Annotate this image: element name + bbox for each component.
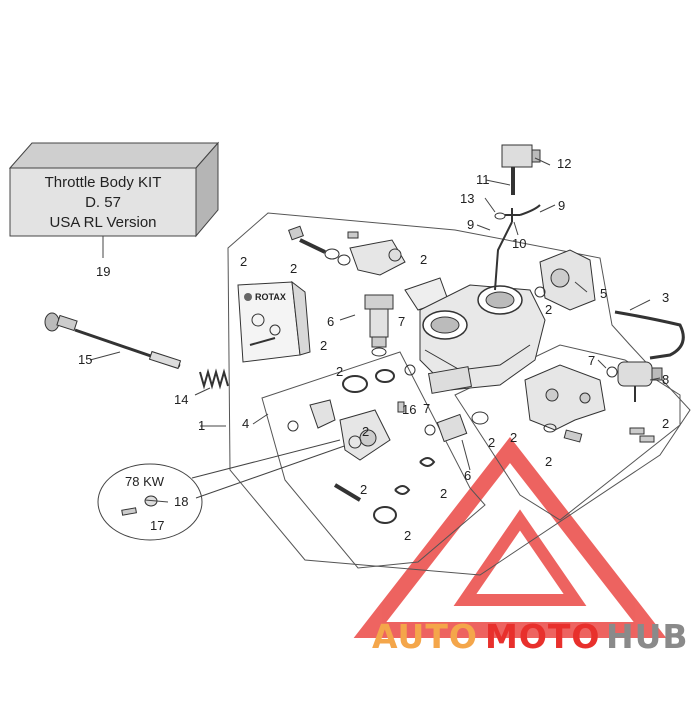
kit-version: USA RL Version — [50, 214, 157, 231]
injector-middle — [424, 411, 489, 443]
ref-19: 19 — [96, 264, 110, 279]
kit-title: Throttle Body KIT — [45, 174, 162, 191]
ref-2-leaflet: 2 — [240, 254, 247, 269]
ref-2-center: 2 — [510, 430, 517, 445]
ref-2-sensor: 2 — [545, 302, 552, 317]
ref-2-link: 2 — [362, 424, 369, 439]
linkage-parts — [287, 364, 436, 524]
ref-2-oring: 2 — [488, 435, 495, 450]
lever-bracket-top — [347, 231, 406, 276]
rotax-leaflet: ROTAX — [237, 280, 311, 363]
ref-6-mid: 6 — [464, 468, 471, 483]
ref-13: 13 — [460, 191, 474, 206]
ref-2-injector: 2 — [320, 338, 327, 353]
callout-label: 78 KW — [125, 474, 165, 489]
ref-6-left: 6 — [327, 314, 334, 329]
ref-2-bottom: 2 — [404, 528, 411, 543]
ref-2-rod: 2 — [360, 482, 367, 497]
fuel-pressure-regulator — [606, 361, 663, 402]
ref-18: 18 — [174, 494, 188, 509]
watermark-text: AUTO MOTO HUB — [372, 617, 689, 656]
spring-14 — [199, 368, 229, 390]
ref-2-right: 2 — [662, 416, 669, 431]
leader-lines — [89, 157, 661, 503]
fuel-hose — [614, 310, 685, 360]
throttle-body-kit-box: Throttle Body KIT D. 57 USA RL Version — [8, 141, 220, 238]
throttle-position-sensor — [534, 249, 596, 311]
ref-1: 1 — [198, 418, 205, 433]
ref-7-mid: 7 — [423, 401, 430, 416]
ref-9-left: 9 — [467, 217, 474, 232]
ref-7-right: 7 — [588, 353, 595, 368]
reference-numbers: 19 15 14 1 4 2 2 2 6 7 2 2 2 16 7 2 2 2 … — [78, 156, 669, 543]
watermark-auto: AUTO — [372, 617, 478, 656]
ref-16: 16 — [402, 402, 416, 417]
injector-left — [364, 294, 394, 357]
throttle-cable — [44, 312, 182, 370]
ref-7-left: 7 — [398, 314, 405, 329]
ref-2-spring: 2 — [440, 486, 447, 501]
watermark-logo-triangles — [353, 436, 667, 638]
ref-2-rail: 2 — [545, 454, 552, 469]
ref-2-bracket: 2 — [420, 252, 427, 267]
ref-2-ring: 2 — [336, 364, 343, 379]
ref-4: 4 — [242, 416, 249, 431]
bolt-and-washers — [288, 225, 351, 266]
regulator-group-outline — [454, 344, 681, 521]
rotax-brand: ROTAX — [255, 292, 286, 302]
ref-3: 3 — [662, 290, 669, 305]
78kw-callout: 78 KW — [97, 439, 351, 541]
watermark-hub: HUB — [606, 617, 689, 656]
ref-14: 14 — [174, 392, 188, 407]
ref-2-bolt: 2 — [290, 261, 297, 276]
ref-10: 10 — [512, 236, 526, 251]
ref-8: 8 — [662, 372, 669, 387]
watermark-moto: MOTO — [485, 617, 600, 656]
ref-17: 17 — [150, 518, 164, 533]
ref-12: 12 — [557, 156, 571, 171]
ref-5: 5 — [600, 286, 607, 301]
throttle-body-main — [419, 284, 546, 394]
ref-9-right: 9 — [558, 198, 565, 213]
ref-11: 11 — [476, 172, 490, 187]
fuel-rail-right — [524, 364, 655, 443]
ref-15: 15 — [78, 352, 92, 367]
map-sensor — [494, 144, 541, 291]
kit-diameter: D. 57 — [85, 194, 121, 211]
